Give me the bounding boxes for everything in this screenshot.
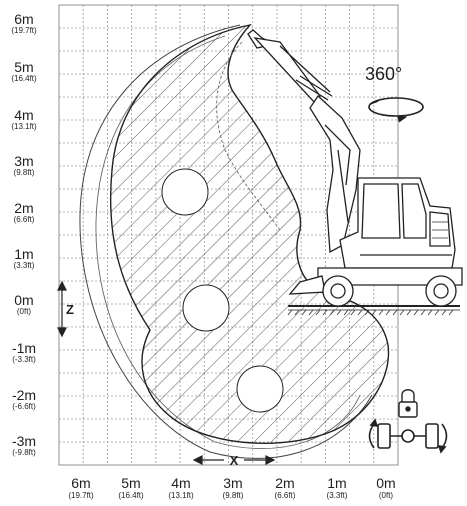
y-tick-label: 2m(6.6ft)	[13, 200, 35, 224]
y-tick-label: -1m(-3.3ft)	[11, 340, 37, 364]
x-tick-label: 3m(9.8ft)	[222, 475, 244, 500]
rotation-arrow-icon	[368, 97, 424, 123]
x-tick-label: 0m(0ft)	[376, 475, 396, 500]
y-tick-label: -3m(-9.8ft)	[11, 433, 37, 457]
ground-hatch-tick	[399, 309, 405, 316]
ground-hatch-tick	[448, 309, 454, 316]
y-tick-label: 3m(9.8ft)	[13, 153, 35, 177]
y-tick-label: -2m(-6.6ft)	[11, 387, 37, 411]
ground-hatch-tick	[434, 309, 440, 316]
z-axis-symbol: Z	[66, 302, 74, 317]
ground-hatch-tick	[441, 309, 447, 316]
axle-oscillation-icon	[368, 418, 448, 454]
ground-hatch-tick	[371, 309, 377, 316]
x-tick-label: 1m(3.3ft)	[326, 475, 348, 500]
rotation-label: 360°	[365, 64, 403, 84]
reference-circle-upper	[161, 168, 209, 216]
z-axis-arrow	[57, 280, 67, 338]
ground-hatch-tick	[420, 309, 426, 316]
x-tick-label: 5m(16.4ft)	[118, 475, 144, 500]
x-tick-label: 6m(19.7ft)	[68, 475, 94, 500]
y-tick-label: 5m(16.4ft)	[11, 59, 37, 83]
lock-icon	[398, 389, 418, 418]
ground-hatch-tick	[385, 309, 391, 316]
x-tick-label: 2m(6.6ft)	[274, 475, 296, 500]
ground-hatch-tick	[427, 309, 433, 316]
inner-boundary	[216, 41, 281, 231]
max-reach-boundary	[79, 24, 373, 459]
y-tick-label: 6m(19.7ft)	[11, 11, 37, 35]
y-tick-label: 4m(13.1ft)	[11, 107, 37, 131]
y-tick-label: 1m(3.3ft)	[13, 246, 35, 270]
reference-circle-middle	[182, 284, 230, 332]
working-zone	[109, 23, 390, 444]
ground-hatch-tick	[406, 309, 412, 316]
excavator-icon	[247, 29, 463, 307]
ground-hatch-tick	[392, 309, 398, 316]
ground-hatch-tick	[378, 309, 384, 316]
x-axis-arrow	[192, 455, 276, 465]
ground-hatch-tick	[413, 309, 419, 316]
y-tick-label: 0m(0ft)	[14, 292, 34, 316]
reference-circle-lower	[236, 365, 284, 413]
x-axis-symbol: X	[230, 453, 239, 468]
x-tick-label: 4m(13.1ft)	[168, 475, 194, 500]
